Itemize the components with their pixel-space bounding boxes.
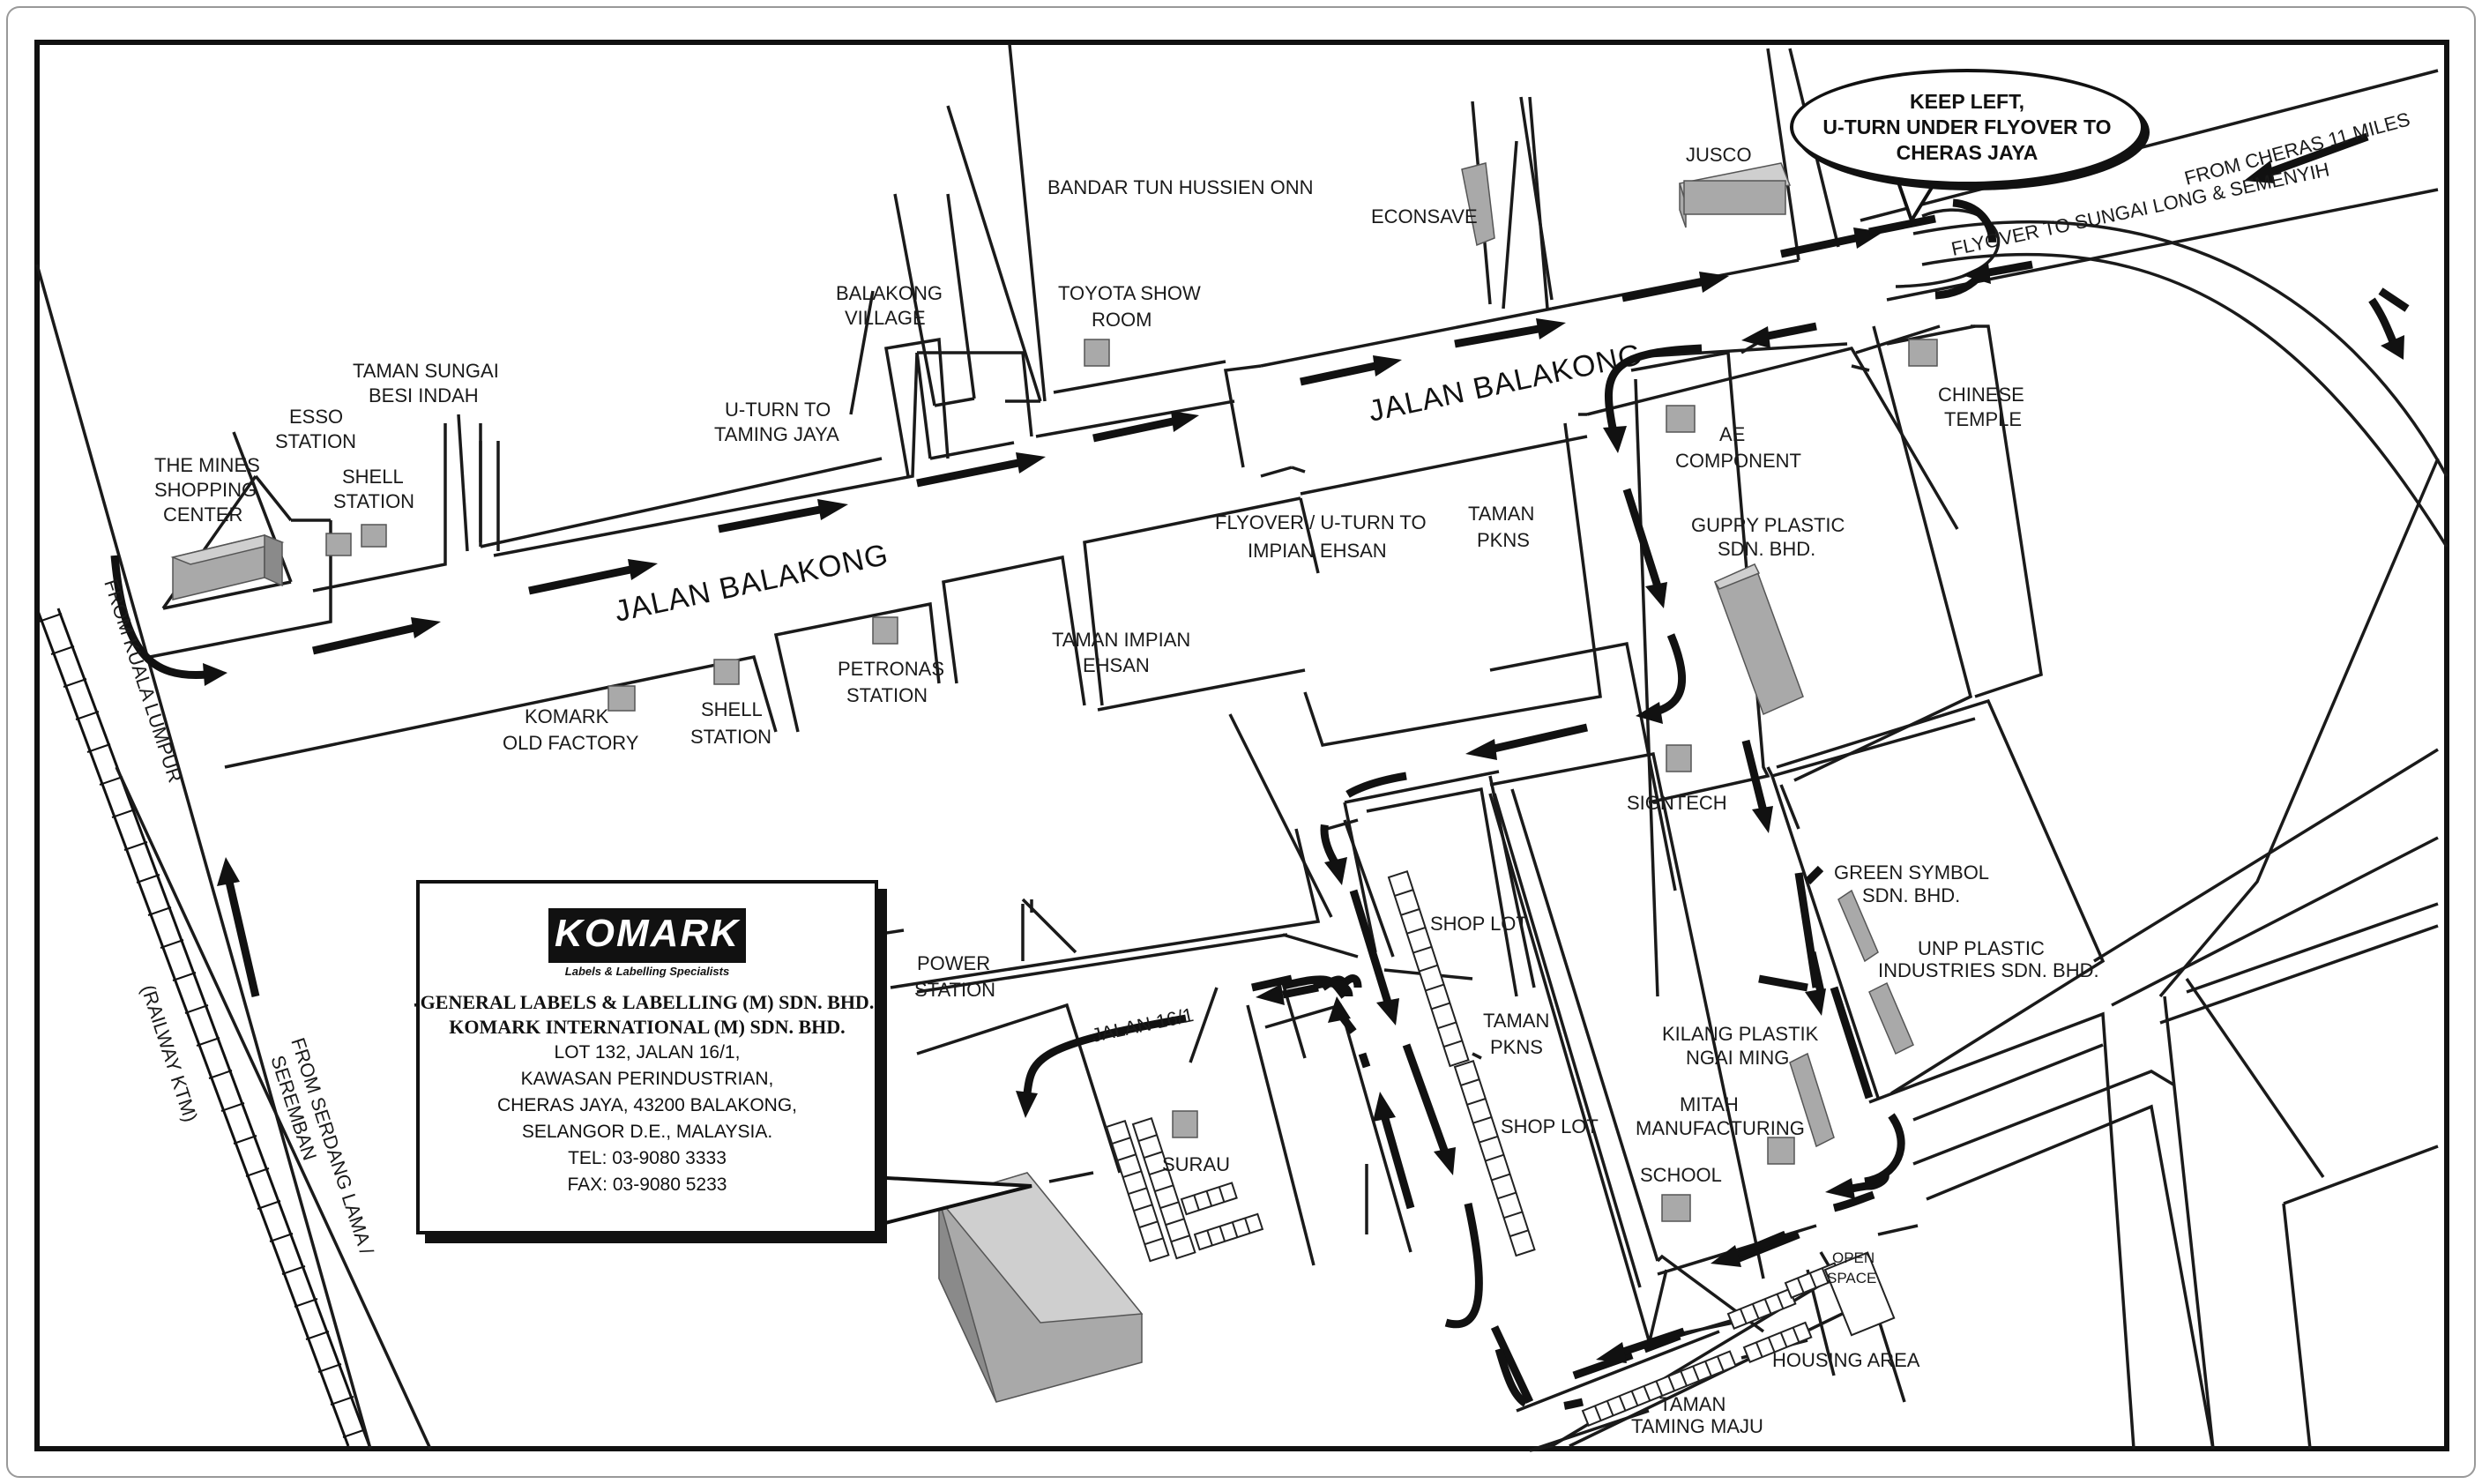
callout-line-3: CHERAS JAYA xyxy=(1896,140,2039,164)
label-balakong-village-1: BALAKONG xyxy=(836,282,943,304)
road-label-jalan-balakong-1: JALAN BALAKONG xyxy=(612,538,891,629)
label-toyota-2: ROOM xyxy=(1092,309,1152,331)
label-petronas-1: PETRONAS xyxy=(838,658,944,680)
label-flyover-impian-1: FLYOVER / U-TURN TO xyxy=(1215,511,1427,533)
buildings xyxy=(170,162,1938,1403)
label-unp-1: UNP PLASTIC xyxy=(1918,937,2045,959)
shop-lots xyxy=(1105,869,1896,1427)
label-ae-1: AE xyxy=(1719,423,1745,445)
label-komark-old-2: OLD FACTORY xyxy=(503,732,639,754)
label-kilang-2: NGAI MING xyxy=(1686,1047,1789,1069)
label-ae-2: COMPONENT xyxy=(1675,450,1801,472)
map-border xyxy=(34,40,2449,1451)
railway-track xyxy=(35,608,371,1447)
label-uturn-taming-2: TAMING JAYA xyxy=(714,423,839,445)
label-power-2: STATION xyxy=(914,979,995,1001)
label-taman-sungai-2: BESI INDAH xyxy=(369,384,479,406)
outer-frame xyxy=(6,6,2476,1478)
label-green-symbol-1: GREEN SYMBOL xyxy=(1834,861,1989,884)
label-esso-2: STATION xyxy=(275,430,356,452)
label-taman-taming-2: TAMING MAJU xyxy=(1631,1415,1763,1437)
label-taman-pkns-2a: TAMAN xyxy=(1483,1010,1549,1032)
label-komark-old-1: KOMARK xyxy=(525,705,609,727)
label-taman-impian-1: TAMAN IMPIAN xyxy=(1052,629,1190,651)
label-shop-lot-2: SHOP LOT xyxy=(1501,1115,1599,1137)
label-taman-taming-1: TAMAN xyxy=(1659,1393,1725,1415)
label-mitah-1: MITAH xyxy=(1680,1093,1739,1115)
map-labels: JALAN BALAKONG JALAN BALAKONG JALAN 16/1… xyxy=(100,108,2412,1437)
label-taman-pkns-1b: PKNS xyxy=(1477,529,1530,551)
label-uturn-taming-1: U-TURN TO xyxy=(725,399,831,421)
label-balakong-village-2: VILLAGE xyxy=(845,307,926,329)
label-mines-3: CENTER xyxy=(163,503,242,526)
label-housing-area: HOUSING AREA xyxy=(1772,1349,1920,1371)
callout-line-1: KEEP LEFT, xyxy=(1910,89,2024,113)
telephone: TEL: 03-9080 3333 xyxy=(568,1148,727,1168)
address-line-2: KAWASAN PERINDUSTRIAN, xyxy=(520,1069,774,1089)
label-shell2-1: SHELL xyxy=(701,698,763,720)
label-unp-2: INDUSTRIES SDN. BHD. xyxy=(1878,959,2099,981)
label-school: SCHOOL xyxy=(1640,1164,1722,1186)
address-line-4: SELANGOR D.E., MALAYSIA. xyxy=(521,1122,773,1142)
label-guppy-1: GUPPY PLASTIC xyxy=(1691,514,1845,536)
label-open-space-2: SPACE xyxy=(1827,1270,1876,1286)
label-bandar-tun: BANDAR TUN HUSSIEN ONN xyxy=(1047,176,1314,198)
label-taman-pkns-2b: PKNS xyxy=(1490,1036,1543,1058)
label-taman-pkns-1a: TAMAN xyxy=(1468,503,1534,525)
logo-tagline: Labels & Labelling Specialists xyxy=(564,965,730,978)
address-line-1: LOT 132, JALAN 16/1, xyxy=(554,1042,741,1063)
label-shell2-2: STATION xyxy=(690,726,771,748)
label-mines-2: SHOPPING xyxy=(154,479,257,501)
label-taman-sungai-1: TAMAN SUNGAI xyxy=(353,360,499,382)
address-line-3: CHERAS JAYA, 43200 BALAKONG, xyxy=(496,1095,798,1115)
label-green-symbol-2: SDN. BHD. xyxy=(1862,884,1960,906)
label-mines-1: THE MINES xyxy=(154,454,260,476)
label-signtech: SIGNTECH xyxy=(1627,792,1727,814)
label-mitah-2: MANUFACTURING xyxy=(1636,1117,1805,1139)
railway-label: (RAILWAY KTM) xyxy=(137,982,202,1125)
company-infobox: KOMARK Labels & Labelling Specialists GE… xyxy=(416,880,878,1234)
company-name-1: GENERAL LABELS & LABELLING (M) SDN. BHD. xyxy=(420,991,875,1013)
label-shell1-1: SHELL xyxy=(342,466,404,488)
road-label-jalan-balakong-2: JALAN BALAKONG xyxy=(1366,338,1645,429)
label-guppy-2: SDN. BHD. xyxy=(1718,538,1815,560)
fax: FAX: 03-9080 5233 xyxy=(567,1175,727,1195)
label-open-space-1: OPEN xyxy=(1832,1249,1875,1266)
callout-line-2: U-TURN UNDER FLYOVER TO xyxy=(1822,115,2112,138)
direction-callout: KEEP LEFT, U-TURN UNDER FLYOVER TO CHERA… xyxy=(1790,69,2144,185)
road-network xyxy=(35,43,2448,1452)
label-shop-lot-1: SHOP LOT xyxy=(1430,913,1528,935)
company-name-2: KOMARK INTERNATIONAL (M) SDN. BHD. xyxy=(449,1016,846,1038)
route-arrows xyxy=(110,132,2410,1413)
label-jusco: JUSCO xyxy=(1686,144,1752,166)
label-toyota-1: TOYOTA SHOW xyxy=(1058,282,1201,304)
label-taman-impian-2: EHSAN xyxy=(1083,654,1150,676)
label-chinese-temple-2: TEMPLE xyxy=(1944,408,2022,430)
label-power-1: POWER xyxy=(917,952,990,974)
label-chinese-temple-1: CHINESE xyxy=(1938,384,2024,406)
label-petronas-2: STATION xyxy=(846,684,928,706)
label-econsave: ECONSAVE xyxy=(1371,205,1478,227)
label-kilang-1: KILANG PLASTIK xyxy=(1662,1023,1819,1045)
label-surau: SURAU xyxy=(1162,1153,1230,1175)
label-shell1-2: STATION xyxy=(333,490,414,512)
label-esso-1: ESSO xyxy=(289,406,343,428)
label-flyover-impian-2: IMPIAN EHSAN xyxy=(1248,540,1387,562)
road-label-jalan-16-1: JALAN 16/1 xyxy=(1090,1003,1196,1047)
komark-logo: KOMARK xyxy=(548,908,746,963)
